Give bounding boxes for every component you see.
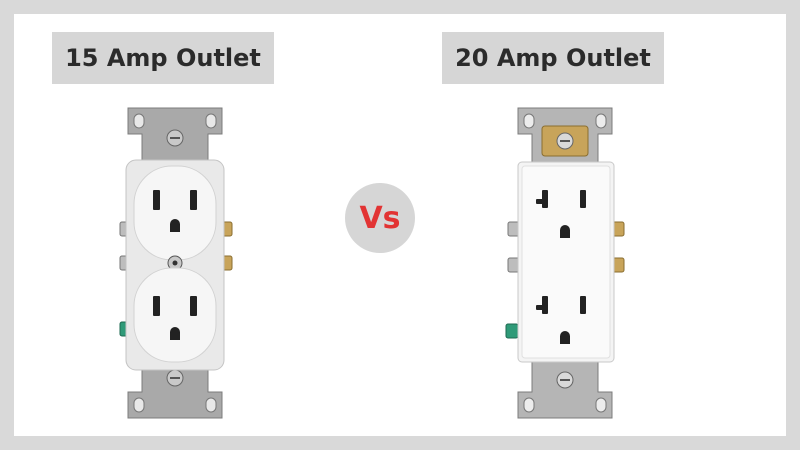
label-20-amp: 20 Amp Outlet bbox=[442, 32, 664, 84]
label-15-amp: 15 Amp Outlet bbox=[52, 32, 274, 84]
versus-text: Vs bbox=[359, 200, 401, 236]
versus-badge: Vs bbox=[345, 183, 415, 253]
